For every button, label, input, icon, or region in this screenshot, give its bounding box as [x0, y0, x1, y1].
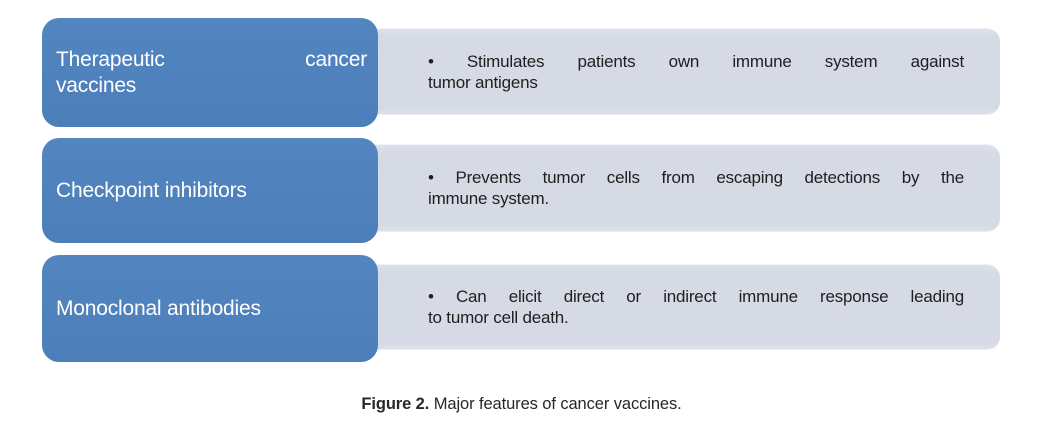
description-line: immune system.	[428, 189, 549, 208]
description-box-monoclonal-antibodies: • Can elicit direct or indirect immune r…	[360, 264, 1000, 350]
title-box-checkpoint-inhibitors: Checkpoint inhibitors	[42, 138, 378, 243]
description-box-checkpoint-inhibitors: • Prevents tumor cells from escaping det…	[360, 144, 1000, 232]
description-box-therapeutic-cancer-vaccines: • Stimulates patients own immune system …	[360, 28, 1000, 115]
figure-caption-text: Major features of cancer vaccines.	[429, 395, 682, 413]
description-line: • Stimulates patients own immune system …	[428, 51, 964, 71]
title-line: Monoclonal antibodies	[56, 296, 261, 320]
description-line: to tumor cell death.	[428, 308, 569, 327]
title-line: Therapeutic cancer	[56, 47, 367, 71]
description-line: • Can elicit direct or indirect immune r…	[428, 287, 964, 306]
figure-caption-label: Figure 2.	[361, 395, 430, 413]
title-line: vaccines	[56, 73, 137, 97]
title-box-monoclonal-antibodies: Monoclonal antibodies	[42, 255, 378, 362]
description-line: tumor antigens	[428, 72, 538, 92]
description-line: • Prevents tumor cells from escaping det…	[428, 168, 964, 187]
figure-caption: Figure 2. Major features of cancer vacci…	[0, 394, 1043, 415]
title-line: Checkpoint inhibitors	[56, 178, 247, 202]
title-box-therapeutic-cancer-vaccines: Therapeutic cancer vaccines	[42, 18, 378, 127]
